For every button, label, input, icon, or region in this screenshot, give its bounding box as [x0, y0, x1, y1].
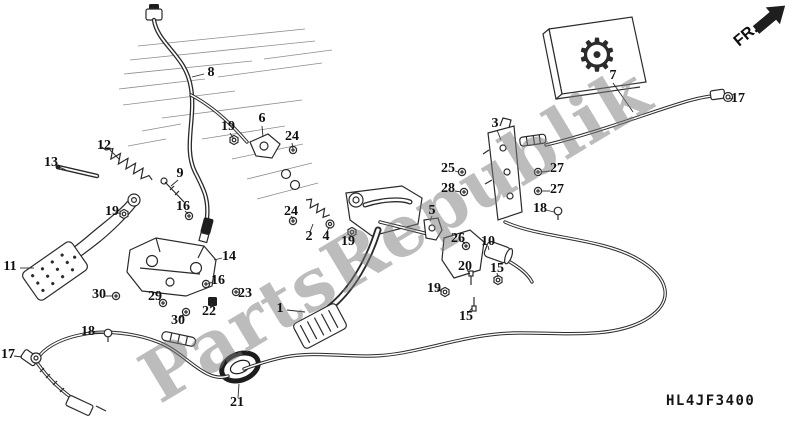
left-pedal-assembly: [22, 146, 241, 317]
part-callout-17[interactable]: 17: [1, 347, 15, 362]
gear-icon: ⚙: [576, 28, 617, 82]
part-callout-14[interactable]: 14: [222, 249, 236, 264]
part-callout-23[interactable]: 23: [238, 286, 252, 301]
wire-harness: [145, 4, 249, 244]
part-callout-28[interactable]: 28: [441, 181, 455, 196]
fr-direction-marker: FR.: [731, 5, 786, 50]
part-callout-29[interactable]: 29: [148, 289, 162, 304]
part-callout-15[interactable]: 15: [459, 309, 473, 324]
part-callout-18[interactable]: 18: [81, 324, 95, 339]
control-cables: [20, 88, 734, 416]
part-callout-24[interactable]: 24: [284, 204, 298, 219]
part-callout-10[interactable]: 10: [481, 234, 495, 249]
part-callout-19[interactable]: 19: [427, 281, 441, 296]
panel-location-box: ⚙: [542, 16, 647, 101]
part-callout-25[interactable]: 25: [441, 161, 455, 176]
part-callout-2[interactable]: 2: [305, 229, 313, 244]
part-callout-24[interactable]: 24: [285, 129, 299, 144]
part-callout-8[interactable]: 8: [207, 65, 215, 80]
part-callout-3[interactable]: 3: [491, 116, 499, 131]
cable-bracket-plate: [457, 117, 563, 221]
diagram-code: HL4JF3400: [666, 393, 756, 409]
part-callout-20[interactable]: 20: [458, 259, 472, 274]
part-callout-27[interactable]: 27: [550, 161, 564, 176]
callout-leader-lines: [13, 73, 734, 399]
part-callout-19[interactable]: 19: [105, 204, 119, 219]
part-callout-21[interactable]: 21: [230, 395, 244, 410]
part-callout-26[interactable]: 26: [451, 231, 465, 246]
part-callout-30[interactable]: 30: [171, 313, 185, 328]
part-callout-4[interactable]: 4: [322, 229, 330, 244]
hatched-panel: [118, 28, 333, 200]
part-callout-11[interactable]: 11: [3, 259, 17, 274]
part-callout-30[interactable]: 30: [92, 287, 106, 302]
part-callout-12[interactable]: 12: [97, 138, 111, 153]
fr-arrow-icon: [752, 5, 786, 34]
part-callout-22[interactable]: 22: [202, 304, 216, 319]
part-callout-13[interactable]: 13: [44, 155, 58, 170]
switch-assembly: [423, 217, 534, 312]
part-callout-5[interactable]: 5: [428, 203, 436, 218]
part-callout-9[interactable]: 9: [176, 166, 184, 181]
part-callout-17[interactable]: 17: [731, 91, 745, 106]
part-callout-19[interactable]: 19: [341, 234, 355, 249]
part-callout-18[interactable]: 18: [533, 201, 547, 216]
part-callout-19[interactable]: 19: [221, 119, 235, 134]
part-callout-27[interactable]: 27: [550, 182, 564, 197]
part-callout-16[interactable]: 16: [211, 273, 225, 288]
part-callout-7[interactable]: 7: [609, 68, 617, 83]
part-callout-16[interactable]: 16: [176, 199, 190, 214]
part-callout-15[interactable]: 15: [490, 261, 504, 276]
part-callout-6[interactable]: 6: [258, 111, 266, 126]
center-pedal-assembly: [219, 133, 430, 384]
part-callout-1[interactable]: 1: [276, 301, 284, 316]
